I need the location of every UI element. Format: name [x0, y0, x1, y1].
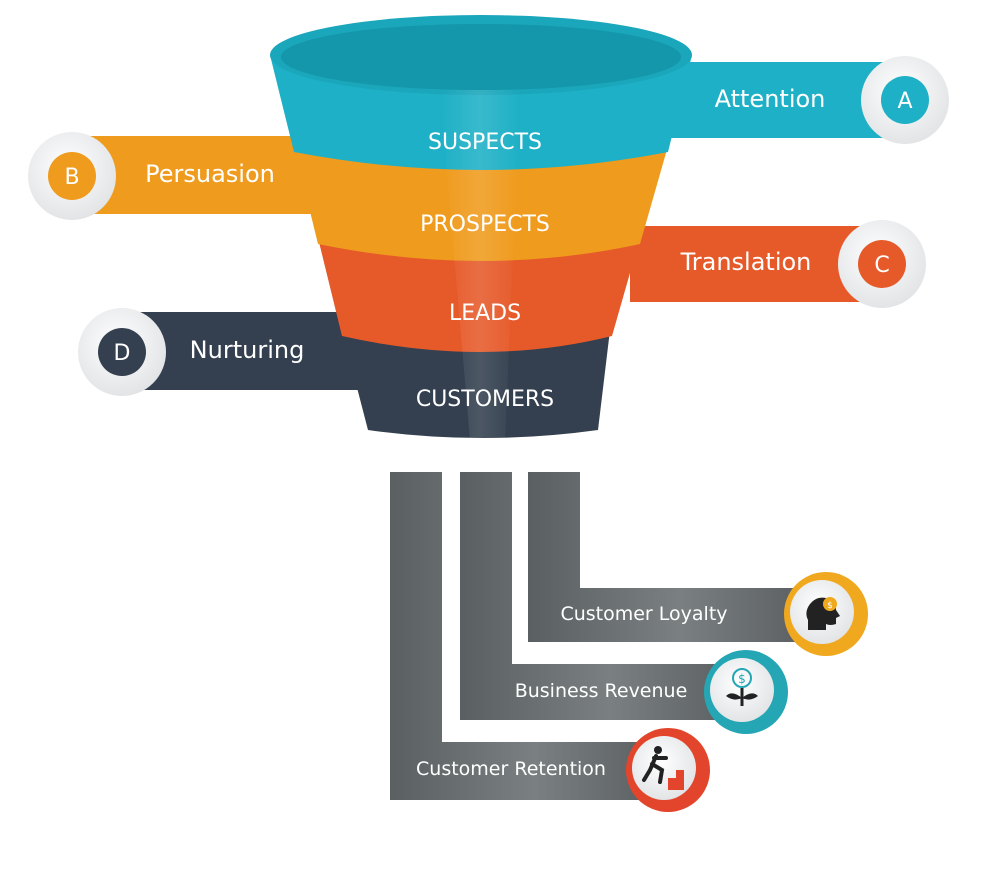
funnel-label-customers: CUSTOMERS [416, 387, 554, 412]
outcome-disc [632, 736, 696, 800]
side-tab-persuasion: B Persuasion [28, 132, 340, 220]
outcome-customer-retention: Customer Retention [390, 472, 710, 812]
side-tab-attention: A Attention [640, 56, 949, 144]
tab-label: Translation [680, 248, 812, 276]
svg-text:$: $ [827, 601, 833, 611]
outcome-label: Business Revenue [515, 680, 688, 702]
tab-letter: B [64, 165, 79, 190]
tab-band [640, 62, 905, 138]
pipe [528, 472, 830, 642]
outcome-label: Customer Loyalty [560, 603, 727, 625]
tab-disc-inner [98, 328, 146, 376]
tab-disc-inner [881, 76, 929, 124]
side-tab-translation: C Translation [630, 220, 926, 308]
funnel: SUSPECTS PROSPECTS LEADS CUSTOMERS [270, 15, 692, 440]
tab-letter: A [897, 89, 912, 114]
tab-label: Nurturing [190, 336, 305, 364]
money-plant-icon: $ [726, 668, 758, 706]
tab-band [630, 226, 880, 302]
tab-letter: D [114, 341, 131, 366]
outcome-business-revenue: Business Revenue $ [460, 472, 788, 734]
tab-label: Persuasion [145, 160, 275, 188]
tab-disc-inner [858, 240, 906, 288]
svg-text:$: $ [738, 672, 746, 686]
funnel-shine [440, 90, 520, 440]
head-coin-icon: $ [806, 597, 840, 630]
funnel-label-leads: LEADS [449, 301, 521, 326]
tab-label: Attention [715, 85, 826, 113]
tab-band [70, 136, 340, 214]
outcome-label: Customer Retention [416, 758, 606, 780]
runner-stairs-icon [642, 746, 684, 790]
tab-disc-inner [48, 152, 96, 200]
tab-letter: C [874, 253, 889, 278]
funnel-label-prospects: PROSPECTS [420, 212, 550, 237]
side-tab-nurturing: D Nurturing [78, 308, 370, 396]
funnel-label-suspects: SUSPECTS [428, 130, 542, 155]
tab-band [120, 312, 370, 390]
outcome-customer-loyalty: Customer Loyalty $ [528, 472, 868, 656]
funnel-rim-inner [281, 24, 681, 90]
